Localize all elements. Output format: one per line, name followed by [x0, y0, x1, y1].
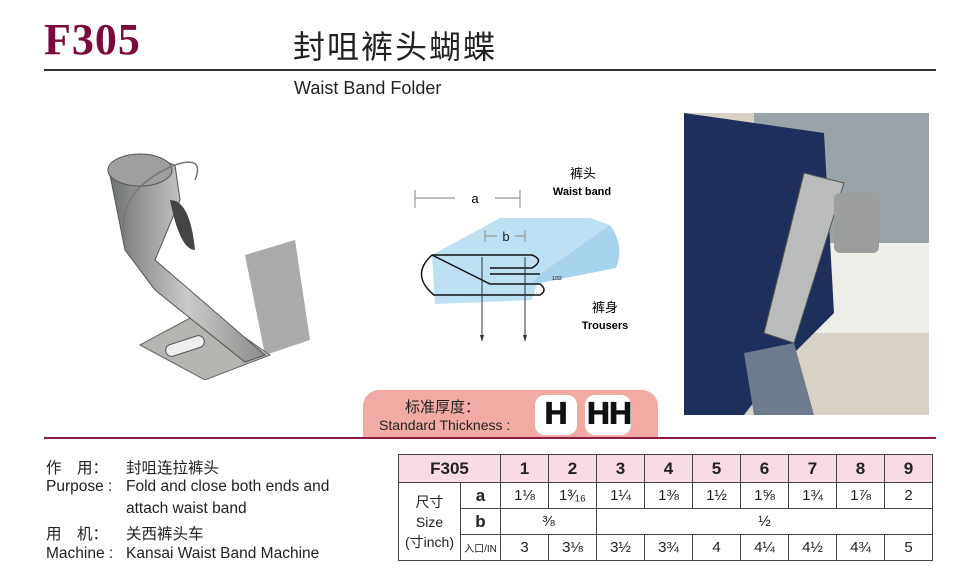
cell-a: 1½: [692, 482, 741, 509]
cell-in: 3: [500, 534, 549, 561]
waist-band-en: Waist band: [553, 186, 611, 198]
trousers-en: Trousers: [582, 320, 628, 332]
cell-in: 3⅛: [548, 534, 597, 561]
cell-a: 1¼: [596, 482, 645, 509]
cell-a: 1³⁄₁₆: [548, 482, 597, 509]
size-header: 6: [740, 454, 789, 483]
thickness-label-en: Standard Thickness :: [379, 417, 511, 433]
machine: Kansai Waist Band Machine: [126, 545, 320, 562]
gap-label: 1/32: [552, 276, 562, 282]
machine-usage-photo: [684, 113, 929, 415]
size-header: 4: [644, 454, 693, 483]
row-label-b: b: [460, 508, 501, 535]
model-code: F305: [44, 15, 141, 64]
thickness-badge-h: H: [535, 395, 577, 435]
section-divider: [44, 437, 936, 439]
purpose-line-2: attach waist band: [126, 500, 247, 517]
fold-diagram: a b 裤头 Waist band 1/32 裤身 Trousers: [414, 166, 628, 342]
cell-b: ½: [596, 508, 933, 535]
row-label-in: 入口/IN: [460, 534, 501, 561]
cell-a: 1⅜: [644, 482, 693, 509]
cell-in: 4¼: [740, 534, 789, 561]
model-header: F305: [398, 454, 501, 483]
trousers-cn: 裤身: [592, 300, 618, 315]
size-header: 8: [836, 454, 885, 483]
size-header: 1: [500, 454, 549, 483]
cell-b: ⅜: [500, 508, 597, 535]
purpose-label: Purpose :: [46, 478, 113, 495]
size-label-line: (寸inch): [404, 533, 454, 550]
cell-a: 1⅝: [740, 482, 789, 509]
title-cn: 封咀裤头蝴蝶: [293, 28, 498, 66]
row-label-a: a: [460, 482, 501, 509]
dim-b-label: b: [502, 229, 509, 244]
machine-label: Machine :: [46, 545, 114, 562]
title-en: Waist Band Folder: [294, 78, 442, 98]
cell-in: 4: [692, 534, 741, 561]
waist-band-cn: 裤头: [570, 166, 596, 181]
cell-in: 4¾: [836, 534, 885, 561]
size-label-line: Size: [415, 513, 444, 530]
folder-product-photo: [107, 153, 310, 380]
cell-in: 3½: [596, 534, 645, 561]
standard-thickness-panel: 标准厚度： Standard Thickness : H HH: [363, 390, 658, 438]
size-header: 2: [548, 454, 597, 483]
size-row-header: 尺寸 Size (寸inch): [398, 482, 461, 561]
size-label-line: 尺寸: [415, 493, 444, 510]
machine-label-cn: 用 机：: [46, 526, 109, 543]
cell-in: 3¾: [644, 534, 693, 561]
thickness-badge-hh: HH: [585, 395, 633, 435]
cell-a: 1⅛: [500, 482, 549, 509]
size-header: 7: [788, 454, 837, 483]
purpose-line-1: Fold and close both ends and: [126, 478, 330, 495]
use-cn: 封咀连拉裤头: [126, 460, 220, 477]
use-label-cn: 作 用：: [46, 460, 109, 477]
thickness-label-cn: 标准厚度：: [405, 398, 481, 416]
machine-cn: 关西裤头车: [126, 526, 204, 543]
size-header: 9: [884, 454, 933, 483]
divider: [44, 69, 936, 71]
cell-a: 2: [884, 482, 933, 509]
cell-a: 1⅞: [836, 482, 885, 509]
cell-in: 5: [884, 534, 933, 561]
cell-a: 1¾: [788, 482, 837, 509]
size-header: 5: [692, 454, 741, 483]
dim-a-label: a: [471, 191, 479, 206]
size-header: 3: [596, 454, 645, 483]
cell-in: 4½: [788, 534, 837, 561]
